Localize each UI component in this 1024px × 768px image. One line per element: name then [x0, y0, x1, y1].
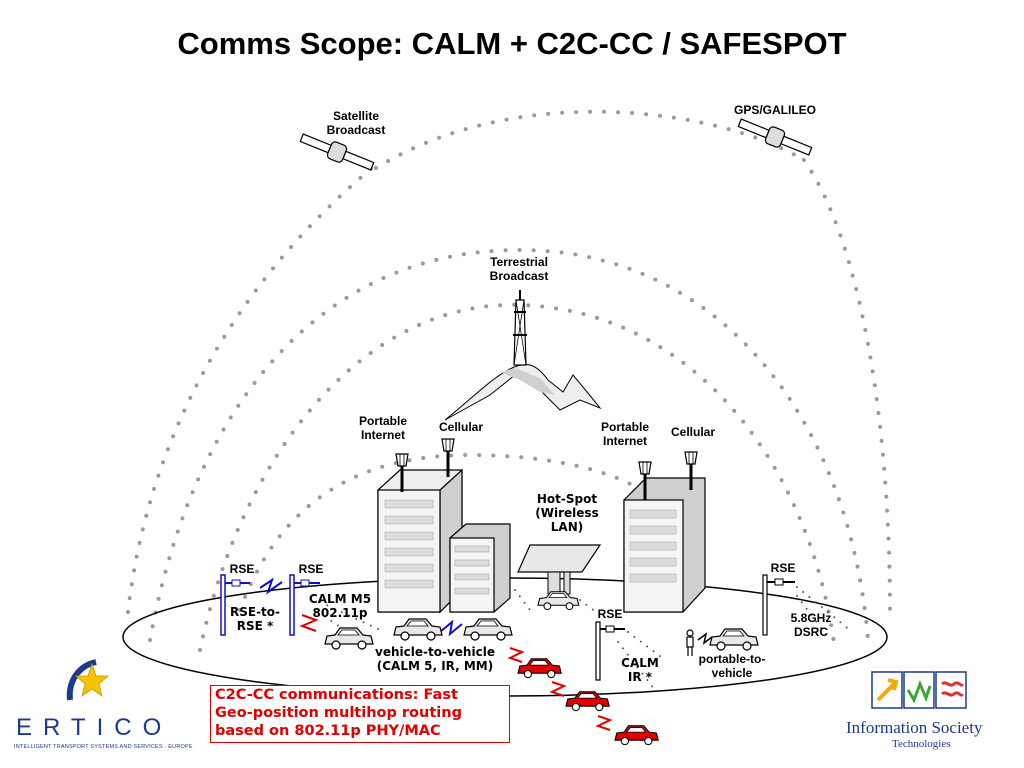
building-right — [623, 477, 706, 613]
v2v-link — [439, 619, 463, 637]
ertico-logo-text: ERTICO — [16, 714, 173, 741]
label-rse-4: RSE — [770, 561, 796, 575]
terrestrial-coverage-arc — [148, 247, 870, 642]
rse-pole-4 — [762, 574, 795, 636]
rse-pole-1 — [220, 574, 250, 636]
ist-logo-line1: Information Society — [846, 718, 983, 737]
c2c-cc-note: C2C-CC communications: Fast Geo-position… — [210, 685, 510, 743]
gps-satellite-icon — [737, 118, 813, 156]
satellite-coverage-arc-inner — [374, 109, 802, 170]
calm-m5-link — [299, 614, 319, 632]
ertico-tagline: INTELLIGENT TRANSPORT SYSTEMS AND SERVIC… — [14, 744, 193, 750]
mountain-icon — [444, 363, 602, 421]
rse-pole-3 — [595, 621, 625, 681]
ist-logo-line2: Technologies — [892, 738, 951, 750]
local-coverage-arc — [238, 452, 642, 612]
car-icon — [709, 628, 759, 651]
short-range-dots — [317, 586, 851, 691]
label-cellular-left: Cellular — [438, 420, 483, 434]
portable-link — [697, 632, 713, 645]
red-car-icon — [614, 725, 659, 746]
satellite-icon — [299, 133, 375, 171]
label-gps-galileo: GPS/GALILEO — [733, 103, 816, 117]
label-rse-1: RSE — [229, 562, 255, 576]
c2c-note-line: C2C-CC communications: Fast — [215, 687, 458, 703]
coverage-arcs — [126, 109, 892, 652]
label-portable-to-vehicle: portable-to-vehicle — [698, 652, 766, 680]
rse-to-rse-link — [259, 577, 283, 595]
satellite-coverage-arc — [126, 166, 374, 614]
car-icon — [393, 618, 443, 641]
car-icon — [537, 591, 580, 611]
c2c-multihop-links — [507, 647, 613, 731]
building-small — [449, 523, 511, 613]
hotspot-canopy-icon — [517, 544, 602, 595]
ertico-logo-icon — [66, 659, 110, 701]
ist-logo-icon — [871, 671, 967, 709]
label-cellular-right: Cellular — [670, 425, 715, 439]
terrestrial-tower-icon — [513, 290, 527, 366]
car-icon — [463, 618, 513, 641]
gps-coverage-arc — [802, 158, 892, 614]
label-rse-3: RSE — [597, 607, 623, 621]
label-vehicle-to-vehicle: vehicle-to-vehicle(CALM 5, IR, MM) — [375, 645, 495, 673]
label-rse-to-rse: RSE-to-RSE * — [229, 605, 281, 633]
page-title: Comms Scope: CALM + C2C-CC / SAFESPOT — [177, 26, 847, 61]
pedestrian-icon — [686, 629, 694, 656]
c2c-note-line: based on 802.11p PHY/MAC — [215, 723, 441, 739]
c2c-note-line: Geo-position multihop routing — [215, 705, 462, 721]
red-car-icon — [517, 658, 562, 679]
label-rse-2: RSE — [298, 562, 324, 576]
rse-pole-2 — [289, 574, 320, 636]
